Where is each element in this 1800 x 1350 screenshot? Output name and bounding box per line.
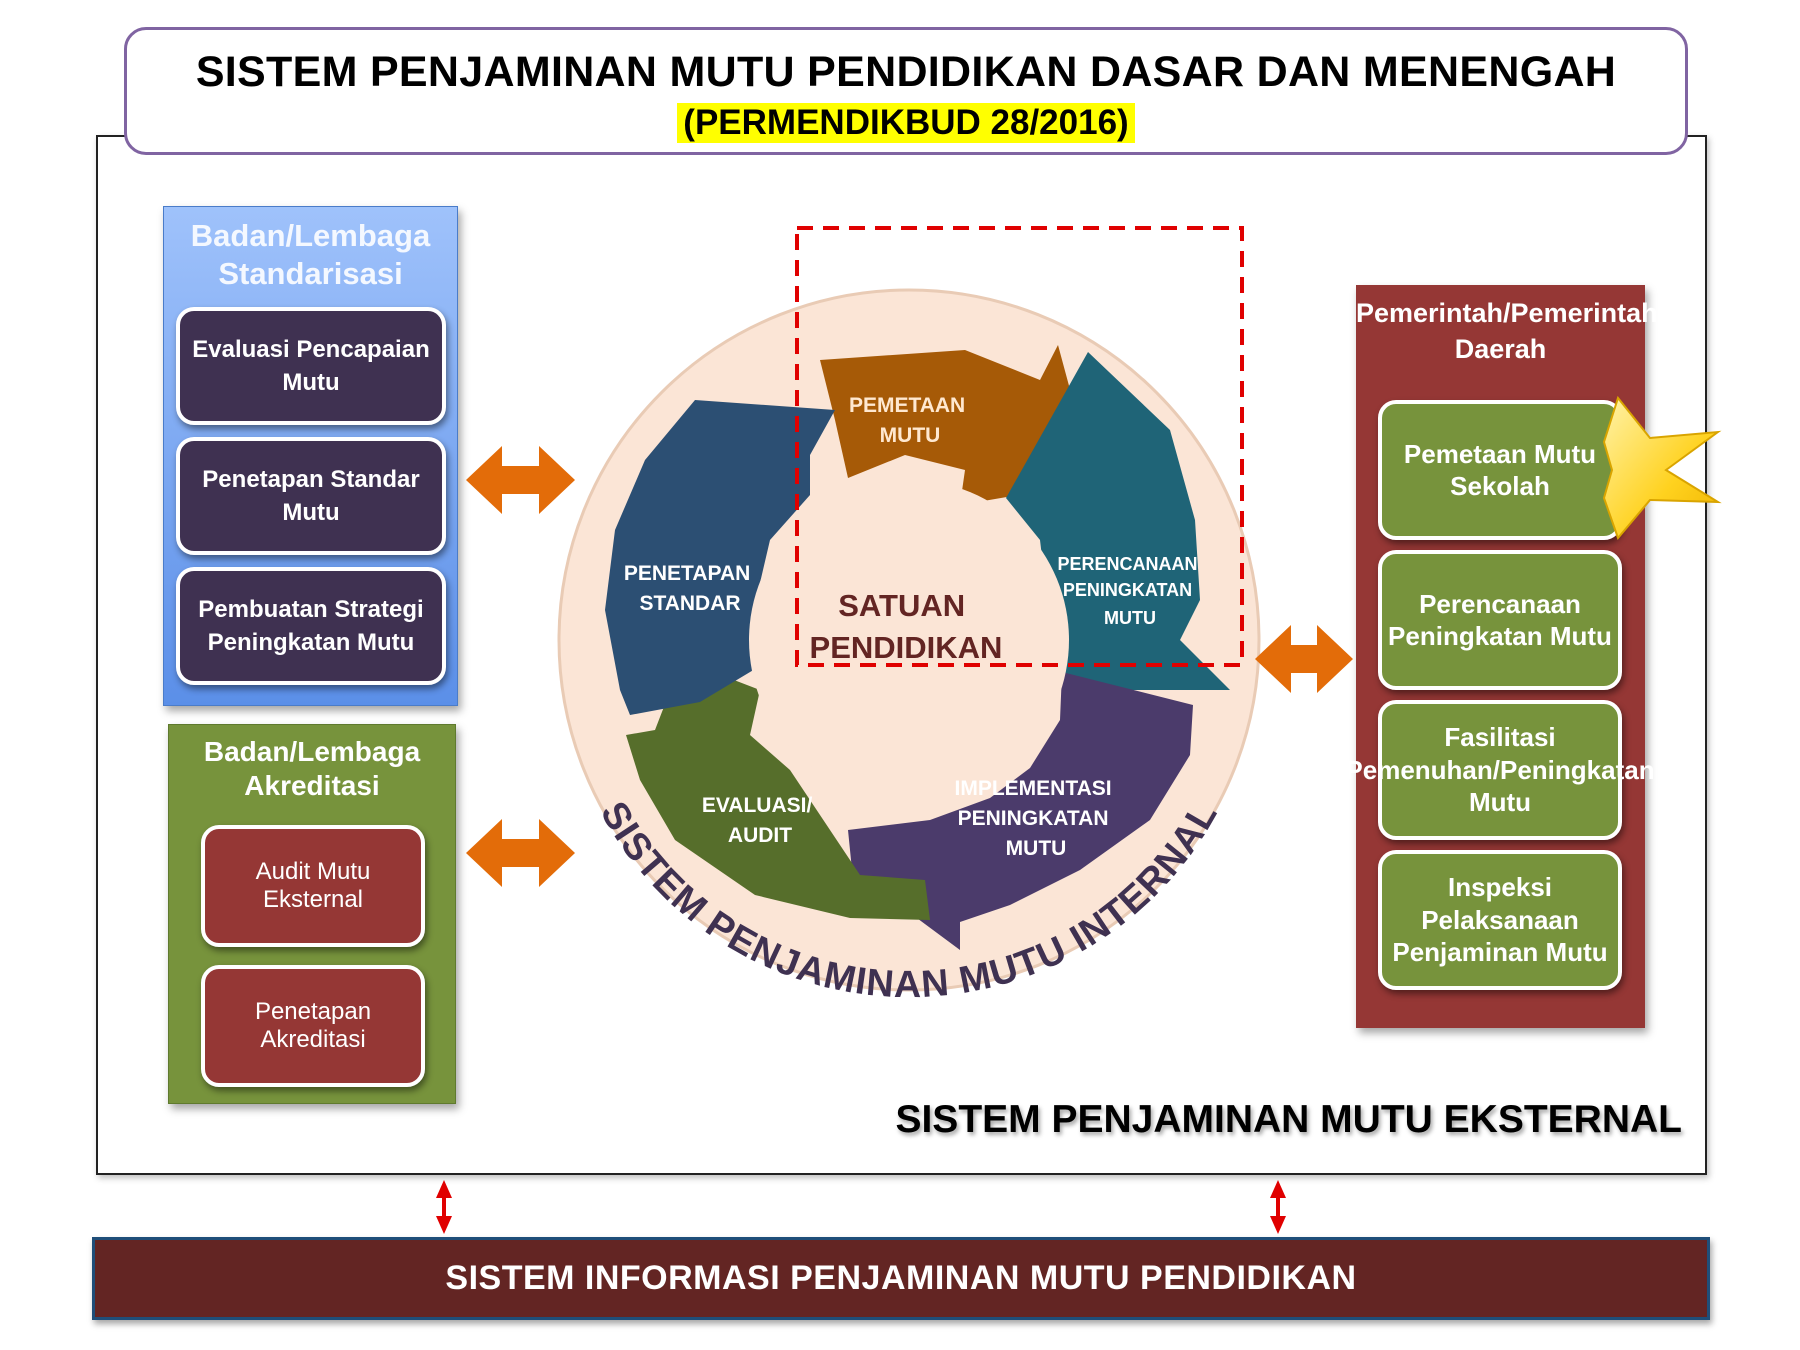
item-penetapan-standar-mutu: Penetapan Standar Mutu (176, 437, 446, 555)
star-arrow-icon (1602, 395, 1722, 540)
arrow-evaluasi (626, 660, 930, 920)
item-pemetaan-mutu-sekolah: Pemetaan Mutu Sekolah (1378, 400, 1622, 540)
item-audit-mutu-eksternal: Audit Mutu Eksternal (201, 825, 425, 947)
double-arrow-standarisasi (466, 446, 575, 514)
vertical-arrow-right (1270, 1180, 1286, 1234)
item-evaluasi-pencapaian-mutu: Evaluasi Pencapaian Mutu (176, 307, 446, 425)
inner-circle (749, 480, 1069, 800)
double-arrow-akreditasi (466, 819, 575, 887)
panel-akreditasi: Badan/Lembaga Akreditasi Audit Mutu Ekst… (168, 724, 456, 1104)
panel-standarisasi-title: Badan/Lembaga Standarisasi (190, 218, 431, 291)
step-perencanaan: PERENCANAAN PENINGKATAN MUTU (1057, 554, 1202, 628)
item-pembuatan-strategi: Pembuatan Strategi Peningkatan Mutu (176, 567, 446, 685)
double-arrow-pemerintah (1255, 625, 1353, 693)
spme-label: SISTEM PENJAMINAN MUTU EKSTERNAL (895, 1098, 1682, 1141)
item-penetapan-akreditasi: Penetapan Akreditasi (201, 965, 425, 1087)
panel-pemerintah-title: Pemerintah/Pemerintah Daerah (1356, 298, 1658, 365)
panel-akreditasi-title: Badan/Lembaga Akreditasi (203, 736, 421, 802)
highlight-box (795, 226, 1244, 667)
step-implementasi: IMPLEMENTASI PENINGKATAN MUTU (955, 777, 1118, 860)
vertical-arrow-left (436, 1180, 452, 1234)
info-system-bar: SISTEM INFORMASI PENJAMINAN MUTU PENDIDI… (92, 1237, 1710, 1320)
step-penetapan: PENETAPAN STANDAR (624, 562, 756, 615)
center-satuan-pendidikan: SATUAN PENDIDIKAN (810, 588, 1003, 665)
arrow-implementasi (848, 672, 1193, 950)
page-title: SISTEM PENJAMINAN MUTU PENDIDIKAN DASAR … (195, 48, 1617, 96)
panel-standarisasi: Badan/Lembaga Standarisasi Evaluasi Penc… (163, 206, 458, 706)
item-fasilitasi-pemenuhan: Fasilitasi Pemenuhan/Peningkatan Mutu (1345, 700, 1655, 840)
arrow-penetapan (605, 400, 835, 715)
page-subtitle: (PERMENDIKBUD 28/2016) (677, 103, 1135, 143)
item-inspeksi-pelaksanaan: Inspeksi Pelaksanaan Penjaminan Mutu (1378, 850, 1622, 990)
panel-pemerintah-daerah: Pemerintah/Pemerintah Daerah Pemetaan Mu… (1345, 285, 1658, 1028)
item-perencanaan-peningkatan-mutu: Perencanaan Peningkatan Mutu (1378, 550, 1622, 690)
title-box: SISTEM PENJAMINAN MUTU PENDIDIKAN DASAR … (124, 27, 1688, 155)
step-evaluasi: EVALUASI/ AUDIT (702, 794, 818, 847)
step-pemetaan: PEMETAAN MUTU (849, 394, 971, 447)
